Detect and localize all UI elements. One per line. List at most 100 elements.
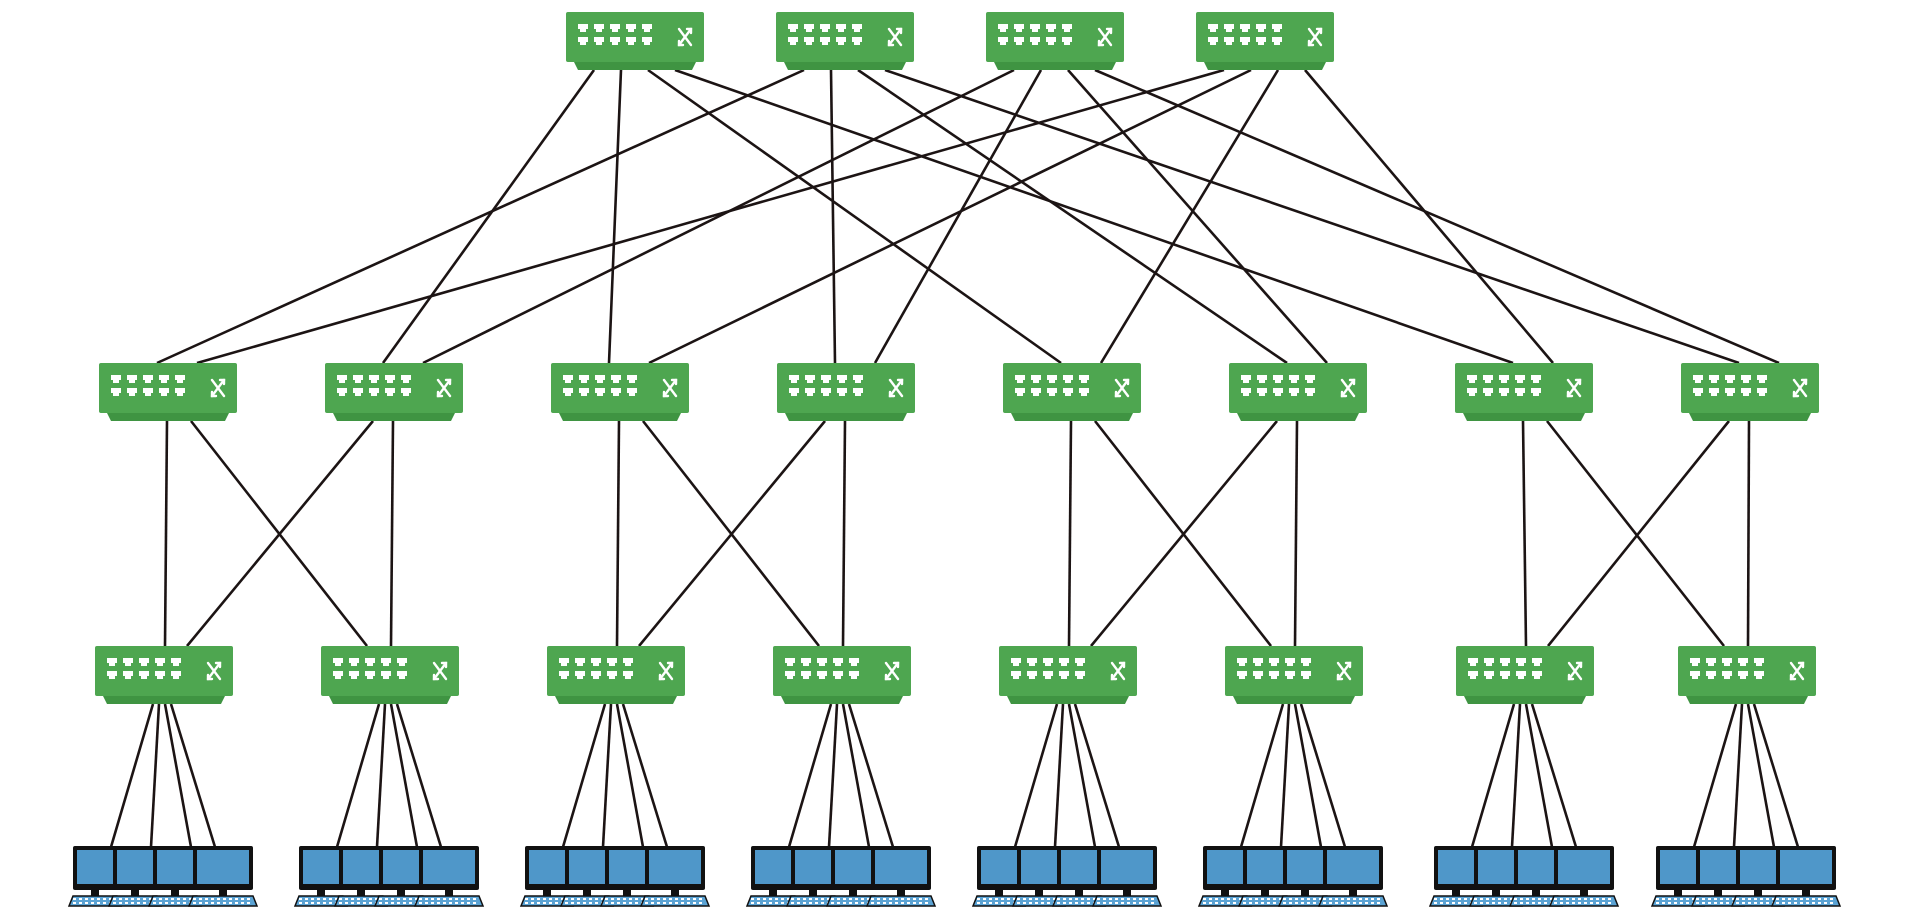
core-aggregation-link xyxy=(648,68,1252,365)
core-aggregation-link xyxy=(857,68,1288,365)
core-aggregation-link xyxy=(422,68,1015,365)
edge-switch-7 xyxy=(1454,644,1596,706)
edge-host-link xyxy=(1752,703,1800,848)
edge-host-link xyxy=(615,703,645,848)
computer-workstation-icon xyxy=(413,846,485,907)
computer-workstation-icon xyxy=(147,846,203,907)
computer-workstation-icon xyxy=(1237,846,1293,907)
computer-workstation-icon xyxy=(1770,846,1842,907)
network-switch-icon xyxy=(997,644,1139,706)
computer-workstation-icon xyxy=(187,846,259,907)
host-group-1 xyxy=(67,846,259,907)
aggregation-edge-link xyxy=(615,420,621,647)
core-aggregation-link xyxy=(1094,68,1780,365)
aggregation-switch-6 xyxy=(1227,361,1369,423)
edge-switch-3 xyxy=(545,644,687,706)
computer-workstation-icon xyxy=(559,846,615,907)
edge-switch-5 xyxy=(997,644,1139,706)
network-switch-icon xyxy=(774,10,916,72)
aggregation-edge-link xyxy=(389,420,395,647)
computer-workstation-icon xyxy=(865,846,937,907)
computer-workstation-icon xyxy=(1197,846,1253,907)
edge-host-link xyxy=(1692,703,1738,848)
network-links xyxy=(109,68,1800,848)
computer-workstation-icon xyxy=(373,846,429,907)
core-aggregation-link xyxy=(1067,69,1328,364)
core-aggregation-link xyxy=(674,68,1514,365)
network-switch-icon xyxy=(1194,10,1336,72)
host-computers xyxy=(67,846,1842,907)
edge-host-link xyxy=(1067,703,1097,848)
edge-host-link xyxy=(375,703,387,848)
computer-workstation-icon xyxy=(599,846,655,907)
aggregation-edge-link xyxy=(1067,420,1073,647)
aggregation-edge-link xyxy=(1089,420,1279,647)
computer-workstation-icon xyxy=(1317,846,1389,907)
host-group-7 xyxy=(1428,846,1620,907)
network-switch-icon xyxy=(93,644,235,706)
edge-host-link xyxy=(169,703,217,848)
core-aggregation-link xyxy=(156,68,805,365)
computer-workstation-icon xyxy=(1548,846,1620,907)
core-aggregation-link xyxy=(1304,69,1554,364)
aggregation-switch-2 xyxy=(323,361,465,423)
edge-host-link xyxy=(149,703,161,848)
edge-host-link xyxy=(1053,703,1065,848)
edge-host-link xyxy=(827,703,839,848)
edge-host-link xyxy=(847,703,895,848)
aggregation-edge-link xyxy=(637,420,827,647)
aggregation-switch-5 xyxy=(1001,361,1143,423)
computer-workstation-icon xyxy=(785,846,841,907)
edge-host-link xyxy=(1732,703,1744,848)
host-group-3 xyxy=(519,846,711,907)
edge-switch-4 xyxy=(771,644,913,706)
computer-workstation-icon xyxy=(1508,846,1564,907)
aggregation-switch-3 xyxy=(549,361,691,423)
network-switch-icon xyxy=(545,644,687,706)
aggregation-edge-link xyxy=(185,420,375,647)
computer-workstation-icon xyxy=(293,846,349,907)
aggregation-edge-link xyxy=(1545,420,1726,647)
computer-workstation-icon xyxy=(1091,846,1163,907)
edge-switch-8 xyxy=(1676,644,1818,706)
edge-switch-1 xyxy=(93,644,235,706)
edge-host-link xyxy=(1013,703,1059,848)
core-aggregation-link xyxy=(196,68,1225,365)
edge-host-link xyxy=(1530,703,1578,848)
computer-workstation-icon xyxy=(333,846,389,907)
edge-host-link xyxy=(1746,703,1776,848)
computer-workstation-icon xyxy=(1277,846,1333,907)
network-switch-icon xyxy=(1223,644,1365,706)
core-aggregation-link xyxy=(884,68,1740,365)
network-switch-icon xyxy=(1454,644,1596,706)
core-aggregation-link xyxy=(607,69,623,364)
host-group-6 xyxy=(1197,846,1389,907)
host-group-4 xyxy=(745,846,937,907)
computer-workstation-icon xyxy=(107,846,163,907)
edge-host-link xyxy=(1299,703,1347,848)
computer-workstation-icon xyxy=(639,846,711,907)
computer-workstation-icon xyxy=(1730,846,1786,907)
edge-host-link xyxy=(1470,703,1516,848)
network-switch-icon xyxy=(549,361,691,423)
edge-host-link xyxy=(389,703,419,848)
network-switch-icon xyxy=(1679,361,1821,423)
network-switch-icon xyxy=(97,361,239,423)
network-switch-icon xyxy=(984,10,1126,72)
edge-host-link xyxy=(621,703,669,848)
computer-workstation-icon xyxy=(67,846,123,907)
core-aggregation-link xyxy=(381,69,596,364)
network-switches xyxy=(93,10,1821,706)
network-switch-icon xyxy=(1676,644,1818,706)
edge-host-link xyxy=(1510,703,1522,848)
edge-host-link xyxy=(395,703,443,848)
aggregation-switch-7 xyxy=(1453,361,1595,423)
aggregation-edge-link xyxy=(841,420,847,647)
edge-host-link xyxy=(787,703,833,848)
network-switch-icon xyxy=(1227,361,1369,423)
computer-workstation-icon xyxy=(1468,846,1524,907)
network-switch-icon xyxy=(771,644,913,706)
host-group-5 xyxy=(971,846,1163,907)
computer-workstation-icon xyxy=(519,846,575,907)
